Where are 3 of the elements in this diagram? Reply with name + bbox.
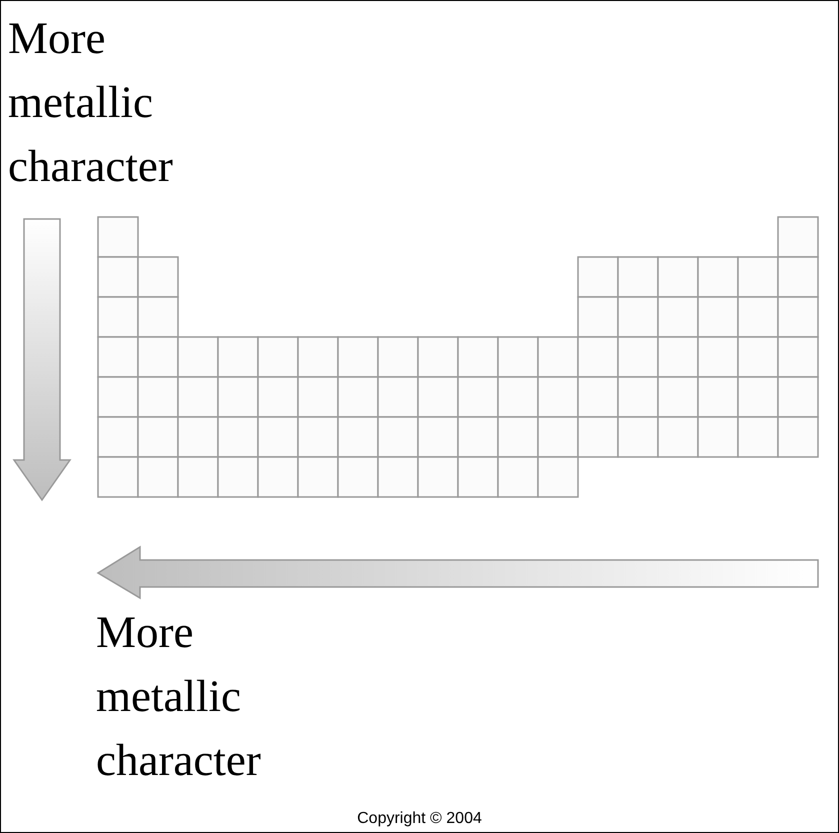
axis-label: More metallic character	[96, 606, 262, 787]
copyright-notice: Copyright © 2004	[356, 810, 483, 828]
axis-label: More metallic character	[8, 12, 174, 193]
